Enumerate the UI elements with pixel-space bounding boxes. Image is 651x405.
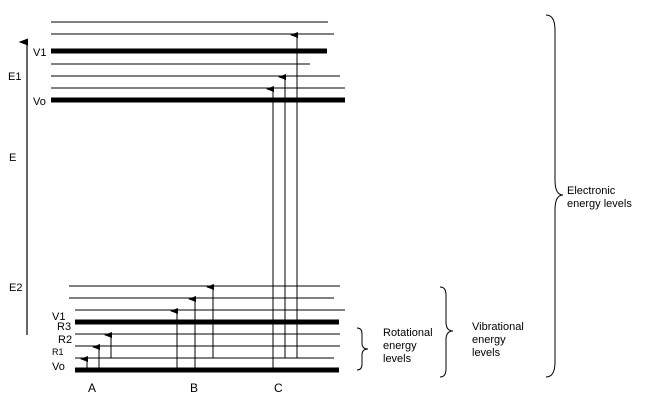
rotational-brace [356, 327, 369, 371]
group-label-a: A [88, 381, 96, 395]
group-label-b: B [190, 381, 198, 395]
label-r2: R2 [58, 334, 72, 346]
electronic-brace [545, 14, 564, 378]
label-r3: R3 [57, 321, 71, 333]
label-lower-v0: Vo [52, 361, 65, 373]
label-r1: R1 [52, 347, 64, 357]
label-e2: E2 [9, 282, 22, 294]
label-e: E [9, 152, 16, 164]
label-lower-v1: V1 [52, 311, 65, 323]
group-label-c: C [274, 381, 283, 395]
label-upper-v1: V1 [33, 47, 46, 59]
energy-levels [51, 21, 345, 373]
transition-arrows [80, 32, 298, 370]
vibrational-brace [439, 286, 454, 378]
label-upper-v0: Vo [33, 96, 46, 108]
label-e1: E1 [8, 71, 21, 83]
